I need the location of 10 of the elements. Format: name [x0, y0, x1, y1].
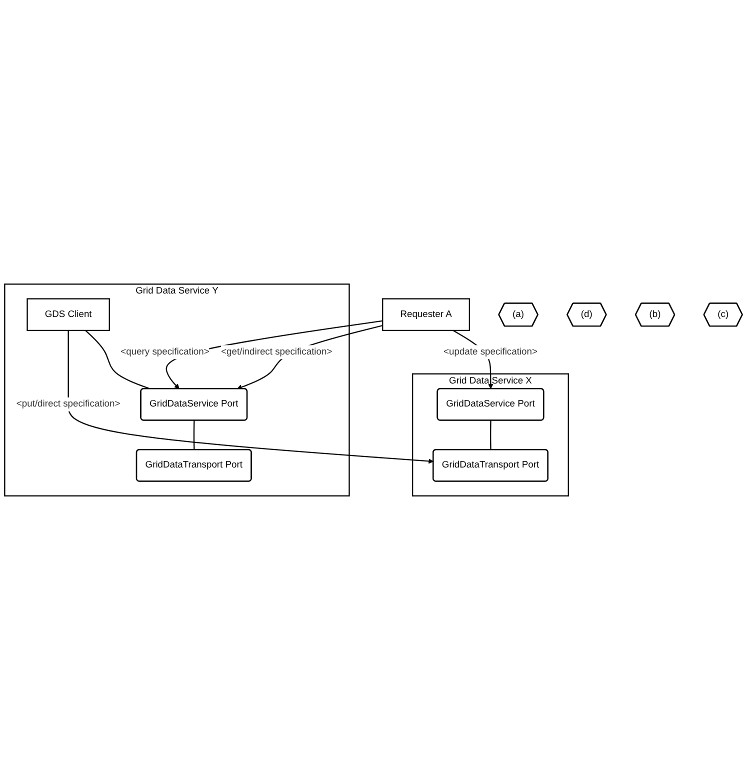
node-box: Requester A	[382, 298, 470, 332]
edge-label: <update specification>	[444, 346, 538, 357]
edge-label: <put/direct specification>	[16, 399, 120, 410]
arrow	[68, 330, 434, 464]
edge-label: <get/indirect specification>	[221, 346, 332, 357]
connector	[490, 420, 492, 450]
node-box: GDS Client	[26, 298, 110, 332]
edge-label: <query specification>	[120, 346, 210, 357]
connector	[85, 330, 150, 390]
connector	[193, 420, 195, 450]
